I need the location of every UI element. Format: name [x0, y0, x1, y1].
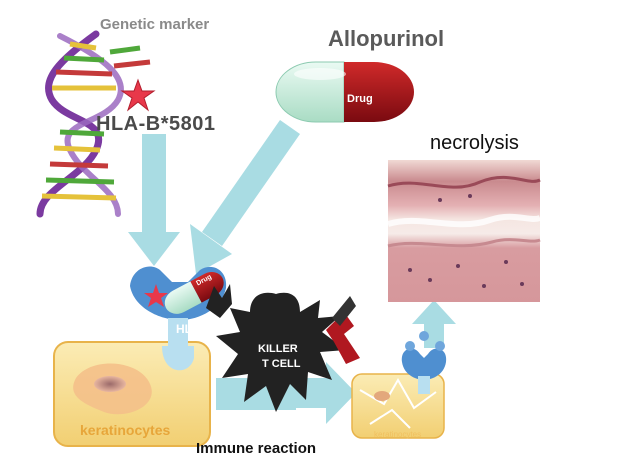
arrow-to-necrolysis — [412, 300, 456, 348]
keratinocyte-cell-icon — [53, 341, 211, 447]
target-keratinocyte-icon — [351, 373, 445, 439]
keratinocytes-small-label: keratinocytes — [374, 430, 422, 439]
necrolysis-label: necrolysis — [430, 132, 519, 154]
hla-label: HLA — [176, 322, 201, 336]
keratinocytes-label: keratinocytes — [80, 422, 171, 438]
star-icon — [144, 284, 168, 307]
drug-capsule-icon — [275, 61, 414, 123]
necrolysis-histology-image — [387, 160, 542, 302]
receptor-pair-icon — [401, 331, 447, 394]
genetic-marker-label: Genetic marker — [100, 16, 210, 33]
killer-label: KILLER — [258, 343, 298, 355]
arrow-drug-to-hla — [190, 120, 300, 274]
hla-b-label: HLA-B*5801 — [96, 113, 216, 135]
t-cell-label: T CELL — [262, 358, 301, 370]
dna-helix-icon — [36, 30, 151, 218]
arrow-gene-to-hla — [128, 134, 180, 266]
drug-label: Drug — [347, 93, 373, 105]
killer-t-cell-icon — [206, 284, 360, 412]
allopurinol-label: Allopurinol — [328, 26, 445, 51]
star-icon — [120, 78, 156, 112]
immune-reaction-label: Immune reaction — [196, 440, 317, 457]
